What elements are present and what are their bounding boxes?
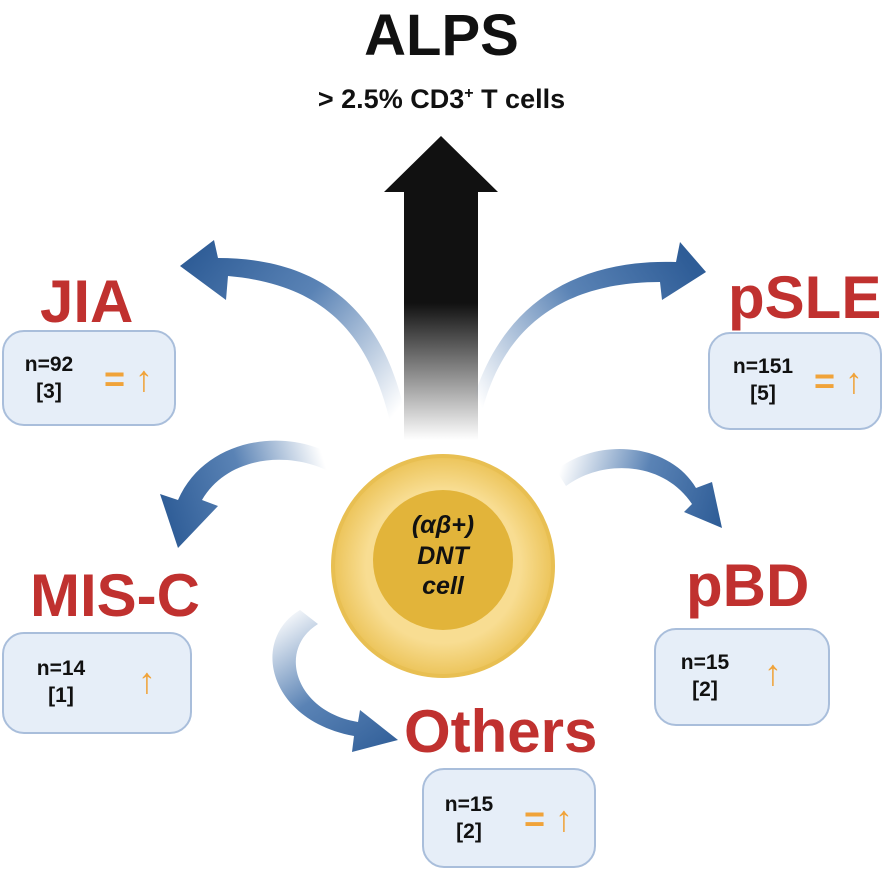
arrow-to-others	[272, 610, 398, 752]
pbd-stats: n=15 [2]	[674, 650, 736, 704]
jia-box: n=92 [3] = ↑	[2, 330, 176, 426]
dnt-cell-line3: cell	[422, 572, 464, 600]
dnt-cell-line2: DNT	[417, 541, 469, 570]
arrow-to-pbd	[556, 448, 722, 528]
misc-n: n=14	[36, 657, 86, 680]
pbd-ref: [2]	[692, 677, 718, 701]
misc-stats: n=14 [1]	[30, 656, 92, 710]
psle-symbol: = ↑	[814, 360, 864, 401]
pbd-box: n=15 [2] ↑	[654, 628, 830, 726]
psle-n: n=151	[732, 355, 794, 378]
others-label: Others	[404, 698, 598, 765]
psle-stats: n=151 [5]	[722, 354, 804, 408]
alps-threshold-sup: +	[464, 85, 474, 102]
psle-box: n=151 [5] = ↑	[708, 332, 882, 430]
misc-symbol: ↑	[138, 660, 156, 701]
psle-label: pSLE	[728, 264, 882, 331]
alps-threshold-tail: T cells	[473, 84, 566, 114]
misc-label: MIS-C	[30, 562, 200, 629]
psle-ref: [5]	[750, 381, 776, 405]
dnt-cell-label: (αβ+) DNT cell	[383, 510, 503, 602]
others-stats: n=15 [2]	[438, 792, 500, 846]
dnt-cell-line1: (αβ+)	[411, 511, 475, 539]
alps-arrow	[384, 136, 498, 440]
jia-label: JIA	[40, 268, 134, 335]
others-symbol: = ↑	[524, 798, 574, 839]
arrow-to-jia	[180, 240, 408, 430]
arrow-to-misc	[160, 440, 346, 548]
alps-threshold: > 2.5% CD3+ T cells	[0, 84, 883, 115]
pbd-symbol: ↑	[764, 652, 782, 693]
jia-symbol: = ↑	[104, 358, 154, 399]
misc-ref: [1]	[48, 683, 74, 707]
misc-box: n=14 [1] ↑	[2, 632, 192, 734]
pbd-label: pBD	[686, 552, 810, 619]
alps-threshold-main: > 2.5% CD3	[317, 84, 465, 114]
arrow-to-psle	[466, 242, 706, 430]
jia-n: n=92	[24, 353, 74, 376]
others-ref: [2]	[456, 819, 482, 843]
alps-title: ALPS	[364, 3, 519, 68]
jia-ref: [3]	[36, 379, 62, 403]
others-n: n=15	[444, 793, 494, 816]
jia-stats: n=92 [3]	[18, 352, 80, 406]
others-box: n=15 [2] = ↑	[422, 768, 596, 868]
pbd-n: n=15	[680, 651, 730, 674]
dnt-cell-nucleus	[373, 490, 513, 630]
